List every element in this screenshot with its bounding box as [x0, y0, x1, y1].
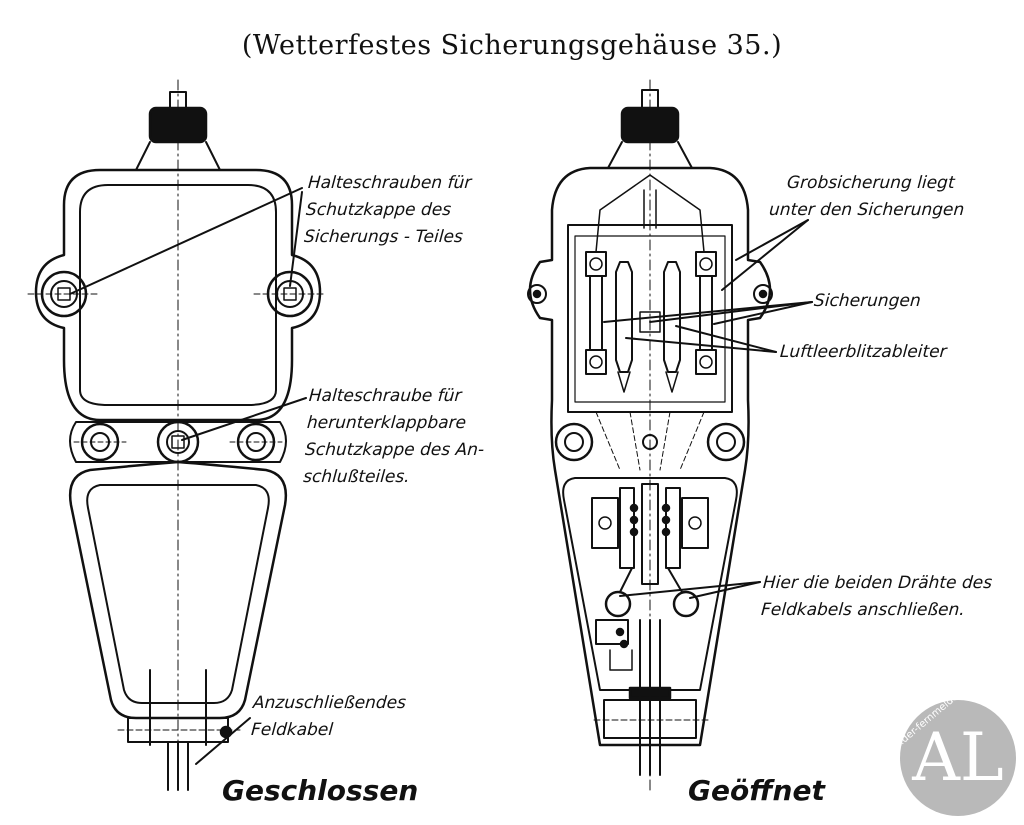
- leader-grob-1: [721, 219, 809, 291]
- label-halteschraube: Halteschraube für herunterklappbare Schu…: [302, 386, 485, 487]
- leader-draehte-1: [619, 581, 761, 597]
- leader-blitz-2: [675, 325, 777, 353]
- closed-housing: [27, 79, 327, 791]
- screw-upper-left: [27, 270, 101, 318]
- open-mid-screws: [554, 411, 746, 471]
- terminal-area: [562, 477, 738, 691]
- arrester-right: [663, 261, 681, 393]
- label-blitzableiter: Luftleerblitzableiter: [779, 342, 948, 362]
- middle-band: [69, 421, 287, 463]
- leader-feldkabel: [195, 717, 251, 765]
- leader-sich-3: [649, 301, 813, 323]
- lower-cover-inner: [86, 484, 270, 704]
- lower-cover-outer: [68, 460, 288, 720]
- side-eye-right: [753, 284, 773, 304]
- upper-cover-inner: [79, 184, 277, 406]
- leader-halteschraube: [181, 397, 307, 441]
- screw-mid-left: [73, 422, 127, 462]
- leader-blitz-1: [625, 337, 777, 353]
- upper-cover-outer: [34, 168, 322, 422]
- watermark-logo: www.der-fernmelder.de AL: [879, 679, 1016, 816]
- leader-draehte-2: [689, 581, 761, 599]
- watermark-letters: AL: [912, 719, 1004, 796]
- fuse-compartment: [567, 224, 733, 413]
- open-body-outer: [528, 166, 772, 747]
- top-wires: [595, 174, 705, 253]
- leader-sich-2: [713, 301, 813, 325]
- open-housing: [527, 79, 813, 791]
- fuse-left: [585, 251, 607, 375]
- label-feldkabel: Anzuschließendes Feldkabel: [250, 693, 407, 740]
- label-sicherungen: Sicherungen: [813, 291, 922, 311]
- page-title: (Wetterfestes Sicherungsgehäuse 35.): [241, 30, 783, 61]
- fuse-compartment-inner: [574, 235, 726, 403]
- leader-halteschrauben-1: [69, 187, 303, 295]
- cable-terminals: [595, 567, 700, 671]
- cable-clamp-right: [593, 619, 709, 776]
- caption-geschlossen: Geschlossen: [222, 774, 419, 807]
- leader-halteschrauben-2: [289, 191, 303, 287]
- arrester-left: [615, 261, 633, 393]
- caption-geoeffnet: Geöffnet: [688, 774, 825, 807]
- cable-clamp-left: [117, 669, 241, 791]
- screw-mid-right: [229, 422, 283, 462]
- label-grobsicherung: Grobsicherung liegt unter den Sicherunge…: [768, 173, 965, 220]
- terminal-blocks: [591, 483, 709, 585]
- coarse-fuse: [639, 311, 661, 333]
- label-halteschrauben: Halteschrauben für Schutzkappe des Siche…: [303, 173, 473, 247]
- label-draehte: Hier die beiden Drähte des Feldkabels an…: [760, 573, 993, 620]
- leader-grob-2: [735, 219, 809, 261]
- side-eye-left: [527, 284, 547, 304]
